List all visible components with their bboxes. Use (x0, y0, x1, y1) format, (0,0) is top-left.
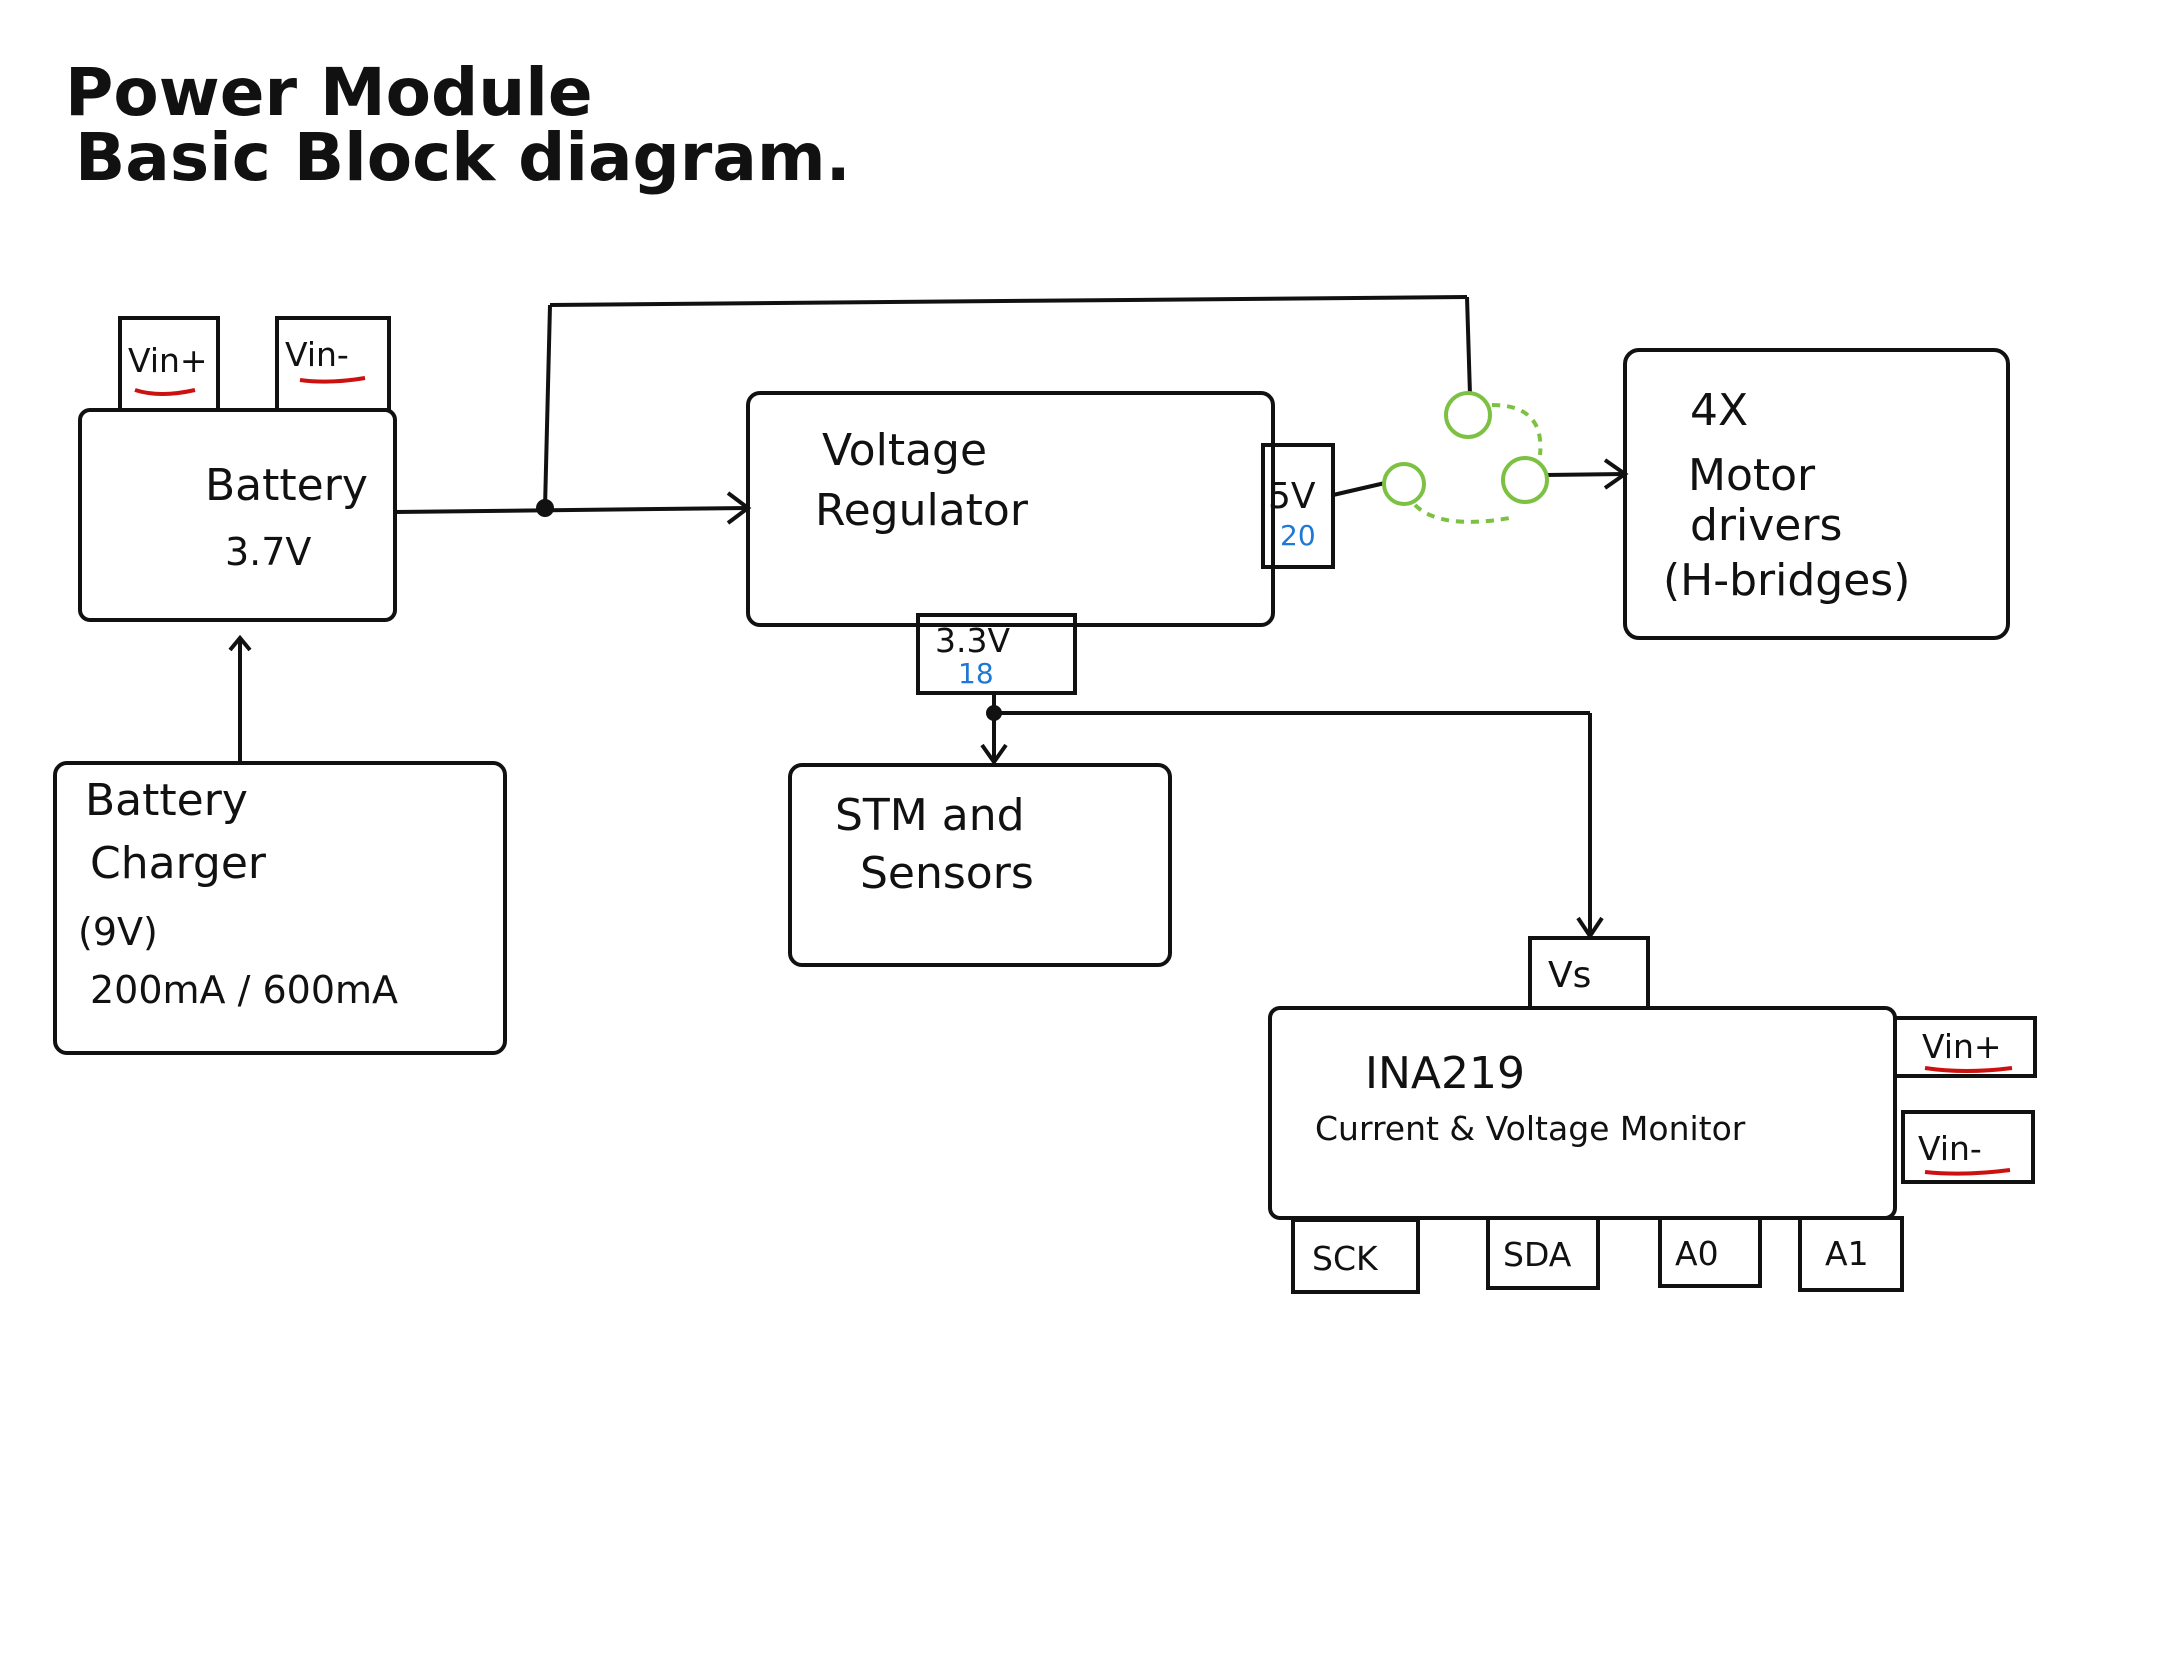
power-selector-switch[interactable] (1382, 391, 1549, 524)
ina219-sck-label: SCK (1312, 1239, 1379, 1278)
stm-label-1: STM and (835, 790, 1025, 841)
ina219-a1-label: A1 (1825, 1234, 1869, 1273)
regulator-label-1: Voltage (822, 425, 987, 476)
ina219-description: Current & Voltage Monitor (1315, 1109, 1746, 1148)
switch-contact-5v[interactable] (1382, 462, 1426, 506)
connector-switch-to-motor (1544, 458, 1629, 490)
motor-label-3: (H-bridges) (1663, 555, 1910, 606)
connector-battery-to-regulator (394, 491, 752, 525)
ina219-vs-label: Vs (1548, 955, 1591, 996)
stm-sensors-block[interactable]: STM and Sensors (788, 763, 1172, 967)
motor-label-1: Motor (1688, 450, 1816, 501)
switch-dashed-path-upper (1491, 403, 1543, 456)
motor-drivers-block[interactable]: 4X Motor drivers (H-bridges) (1623, 348, 2010, 640)
title-line-2: Basic Block diagram. (75, 119, 851, 196)
ina219-vin-plus-pin[interactable]: Vin+ (1893, 1016, 2037, 1078)
motor-count-label: 4X (1690, 385, 1748, 436)
connector-3v3-to-stm (980, 693, 1008, 766)
connector-5v-to-switch (1332, 481, 1386, 497)
battery-vin-minus-label: Vin- (285, 335, 349, 374)
charger-current: 200mA / 600mA (90, 968, 398, 1012)
battery-vin-plus-label: Vin+ (128, 341, 208, 380)
ina219-sck-pin[interactable]: SCK (1291, 1218, 1420, 1294)
regulator-3v3-pin-number: 18 (958, 657, 994, 690)
regulator-5v-label: 5V (1268, 476, 1316, 517)
battery-block[interactable]: Battery 3.7V (78, 408, 397, 622)
ina219-vin-plus-label: Vin+ (1922, 1027, 2002, 1066)
charger-label-1: Battery (85, 775, 248, 826)
stm-label-2: Sensors (860, 848, 1034, 899)
battery-voltage: 3.7V (225, 530, 311, 574)
switch-contact-bypass[interactable] (1444, 391, 1492, 439)
ina219-a1-pin[interactable]: A1 (1798, 1216, 1904, 1292)
regulator-5v-pin-number: 20 (1280, 519, 1316, 552)
regulator-3v3-pin[interactable]: 3.3V 18 (916, 613, 1077, 695)
regulator-block[interactable]: Voltage Regulator (746, 391, 1275, 627)
ina219-block[interactable]: INA219 Current & Voltage Monitor (1268, 1006, 1897, 1220)
title-line-1: Power Module (65, 54, 593, 131)
charger-voltage: (9V) (78, 910, 158, 954)
ina219-vin-minus-pin[interactable]: Vin- (1901, 1110, 2035, 1184)
ina219-vin-minus-label: Vin- (1918, 1129, 1982, 1168)
ina219-sda-pin[interactable]: SDA (1486, 1216, 1600, 1290)
battery-vin-minus-pin[interactable]: Vin- (275, 316, 391, 412)
charger-block[interactable]: Battery Charger (9V) 200mA / 600mA (53, 761, 507, 1055)
connector-3v3-to-ina219 (994, 711, 1604, 940)
regulator-label-2: Regulator (815, 485, 1029, 536)
switch-dashed-path-lower (1413, 503, 1511, 524)
battery-label: Battery (205, 460, 368, 511)
regulator-3v3-label: 3.3V (935, 621, 1010, 660)
regulator-5v-pin[interactable]: 5V 20 (1261, 443, 1335, 569)
connector-battery-bypass-to-switch (543, 295, 1472, 509)
connector-charger-to-battery (228, 634, 252, 763)
ina219-a0-pin[interactable]: A0 (1658, 1216, 1762, 1288)
motor-label-2: drivers (1690, 500, 1842, 551)
diagram-title: Power Module Basic Block diagram. (65, 54, 851, 196)
ina219-label: INA219 (1365, 1048, 1525, 1099)
switch-common-contact[interactable] (1501, 456, 1549, 504)
ina219-sda-label: SDA (1503, 1235, 1572, 1274)
ina219-vs-pin[interactable]: Vs (1528, 936, 1650, 1010)
charger-label-2: Charger (90, 838, 267, 889)
ina219-a0-label: A0 (1675, 1234, 1719, 1273)
battery-vin-plus-pin[interactable]: Vin+ (118, 316, 220, 412)
